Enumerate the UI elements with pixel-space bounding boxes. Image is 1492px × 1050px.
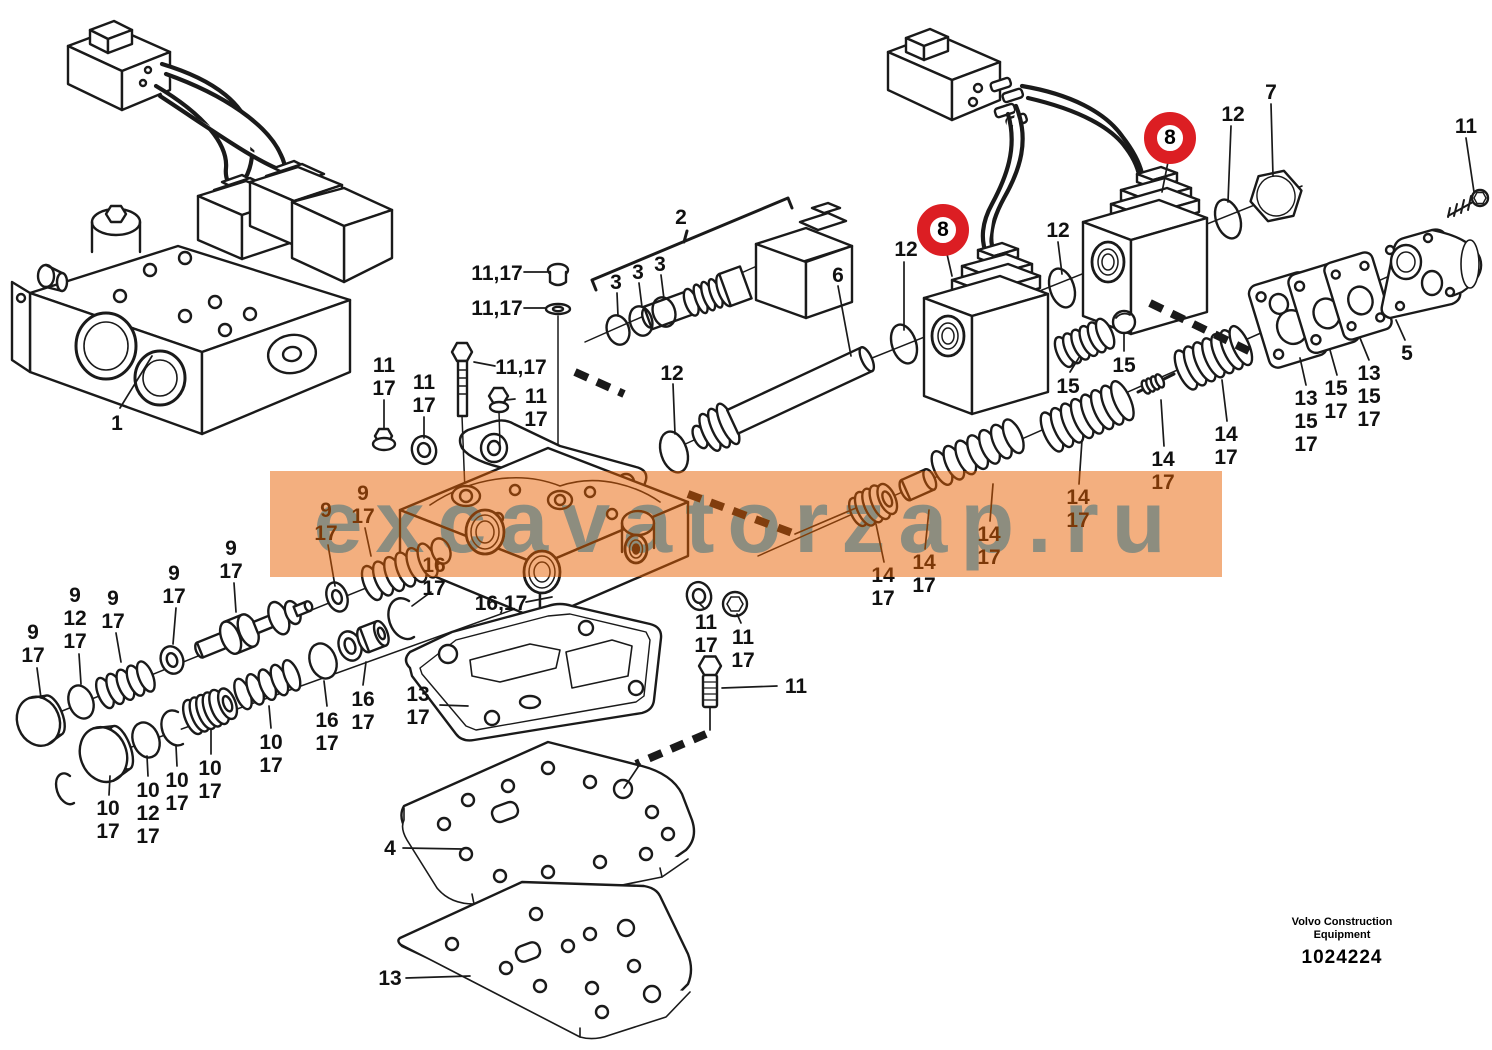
end-cover-5 xyxy=(1380,188,1490,320)
flange-plates xyxy=(1247,251,1393,369)
plate-4 xyxy=(400,740,696,905)
brand-name-line1: Volvo Construction xyxy=(1291,916,1393,928)
part8-connector xyxy=(886,27,1146,258)
drawing-footer: Volvo Construction Equipment 1024224 xyxy=(1272,916,1412,969)
part1-wires xyxy=(153,61,291,192)
watermark-text: excavatorzap.ru xyxy=(313,472,1179,571)
part1-valve-block xyxy=(10,204,352,436)
highlight-badge: 8 xyxy=(917,204,969,256)
oring-12-part6 xyxy=(658,430,690,474)
watermark-band xyxy=(270,471,1222,577)
part1-connector xyxy=(66,19,172,112)
brand-name-line2: Equipment xyxy=(1313,929,1371,941)
nut-7 xyxy=(1249,169,1303,223)
part6-cartridge xyxy=(658,346,876,474)
spool-row-lower xyxy=(54,597,416,806)
drawing-number: 1024224 xyxy=(1301,947,1383,968)
part1-coils xyxy=(196,159,394,284)
body-fasteners-right xyxy=(685,580,749,709)
screw-washer-11-17 xyxy=(544,262,572,498)
highlight-badge: 8 xyxy=(1144,112,1196,164)
solenoid-block-2 xyxy=(1081,165,1209,336)
plate-13 xyxy=(397,880,693,1040)
screw-11-right xyxy=(1447,188,1490,218)
spool-row-upper xyxy=(15,537,452,747)
orings-12 xyxy=(889,198,1243,365)
gasket-plate xyxy=(404,602,663,742)
solenoid-block-1 xyxy=(922,241,1050,416)
part8-wires xyxy=(980,83,1146,258)
part1-valve-assembly xyxy=(10,19,394,436)
orings-3 xyxy=(605,296,677,346)
